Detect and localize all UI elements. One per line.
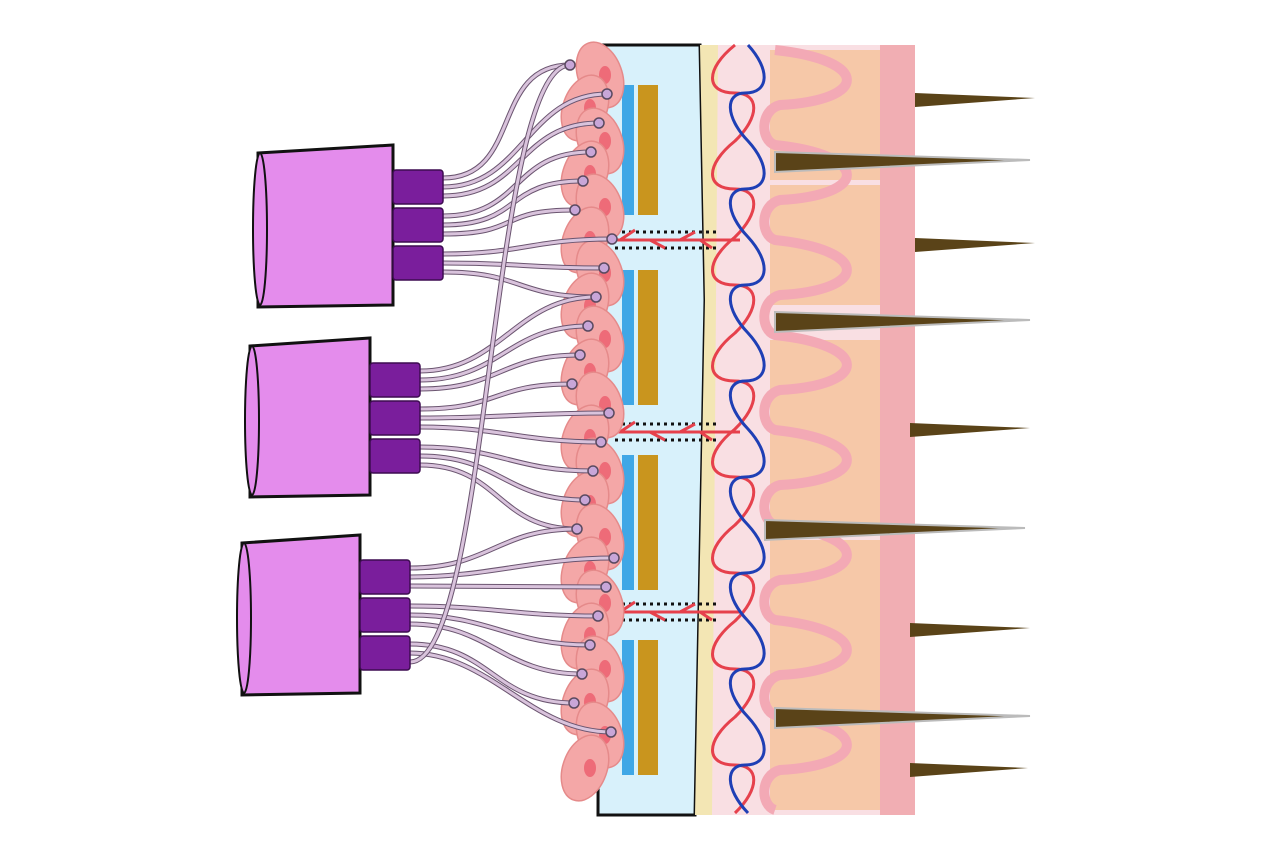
- axon-growth: [600, 420, 740, 442]
- hair-shaft: [774, 706, 1031, 730]
- connector-plug: [392, 245, 444, 281]
- blue-strip: [622, 455, 634, 590]
- electrode-tip: [606, 233, 618, 245]
- wire: [409, 642, 575, 705]
- electrode-tip: [577, 175, 589, 187]
- cylinder-face: [252, 152, 268, 306]
- hair-shaft: [774, 310, 1031, 334]
- connector-plug: [369, 400, 421, 436]
- cylinder-face: [236, 542, 252, 694]
- electrode-tip: [601, 88, 613, 100]
- wire: [419, 353, 581, 391]
- cylinder-body: [240, 533, 362, 697]
- electrode-tip: [584, 639, 596, 651]
- electrode-tip: [566, 378, 578, 390]
- hair-shaft: [910, 763, 1028, 777]
- electrode-tip: [576, 668, 588, 680]
- artery: [711, 43, 756, 815]
- epidermis-wave: [759, 45, 852, 815]
- blue-strip: [622, 640, 634, 775]
- wire: [409, 622, 583, 676]
- wire: [409, 651, 612, 734]
- electrode-wires: [409, 59, 620, 738]
- connector-plug: [369, 438, 421, 474]
- wire: [419, 425, 602, 444]
- axon-growth: [600, 600, 740, 622]
- connector-plug: [359, 559, 411, 595]
- electrode-tip: [592, 610, 604, 622]
- wire: [419, 445, 594, 473]
- wire: [419, 463, 578, 531]
- electrode-tip: [568, 697, 580, 709]
- electrode-tip: [590, 291, 602, 303]
- wire: [442, 237, 613, 256]
- dermis-layer: [700, 45, 915, 815]
- electrode-tip: [598, 262, 610, 274]
- gold-strip: [638, 640, 658, 775]
- hair-shaft: [915, 93, 1035, 107]
- hair-shaft: [910, 623, 1030, 637]
- electrode-tip: [564, 59, 576, 71]
- gold-strip: [638, 85, 658, 215]
- wire: [409, 613, 591, 647]
- cylinder-body: [256, 143, 395, 309]
- connector-plug: [359, 597, 411, 633]
- cylinder-face: [244, 345, 260, 496]
- electrode-tip: [603, 407, 615, 419]
- connector-plug: [359, 635, 411, 671]
- electrode-tip: [593, 117, 605, 129]
- wire: [419, 454, 586, 502]
- wire: [442, 63, 571, 180]
- hair-shaft: [764, 518, 1026, 542]
- hair-shaft: [910, 423, 1030, 437]
- electrode-tip: [569, 204, 581, 216]
- hair-shafts: [764, 93, 1035, 777]
- gold-strip: [638, 270, 658, 405]
- vein: [728, 43, 766, 815]
- hair-shaft: [915, 238, 1035, 252]
- connector-plug: [369, 362, 421, 398]
- electrode-tip: [585, 146, 597, 158]
- electrode-tip: [587, 465, 599, 477]
- electrode-tip: [571, 523, 583, 535]
- hair-shaft: [774, 150, 1031, 174]
- electrode-tip: [600, 581, 612, 593]
- wire: [442, 261, 605, 270]
- connector-plug: [392, 169, 444, 205]
- blue-strip: [622, 270, 634, 405]
- wire: [419, 411, 610, 420]
- wire: [442, 270, 597, 299]
- cell-column: [560, 41, 625, 802]
- wire: [409, 63, 571, 664]
- blood-vessels: [711, 43, 766, 815]
- electrode-tip: [574, 349, 586, 361]
- wire: [409, 584, 607, 589]
- wire: [419, 324, 589, 382]
- axon-growth: [600, 228, 740, 250]
- blue-strip: [622, 85, 634, 215]
- electrode-tip: [595, 436, 607, 448]
- connector-plug: [392, 207, 444, 243]
- outer-skin-layer: [880, 45, 915, 815]
- connector-modules: [236, 143, 444, 697]
- electrode-tip: [579, 494, 591, 506]
- wire: [419, 295, 597, 373]
- wire: [409, 527, 578, 570]
- wire: [409, 556, 615, 579]
- electrode-tip: [608, 552, 620, 564]
- wire: [409, 604, 599, 618]
- cylinder-body: [248, 336, 372, 499]
- basement-strip: [695, 45, 718, 815]
- cell-nucleus: [584, 759, 596, 777]
- gold-strip: [638, 455, 658, 590]
- wire: [419, 382, 573, 411]
- electrode-tip: [582, 320, 594, 332]
- electrode-tip: [605, 726, 617, 738]
